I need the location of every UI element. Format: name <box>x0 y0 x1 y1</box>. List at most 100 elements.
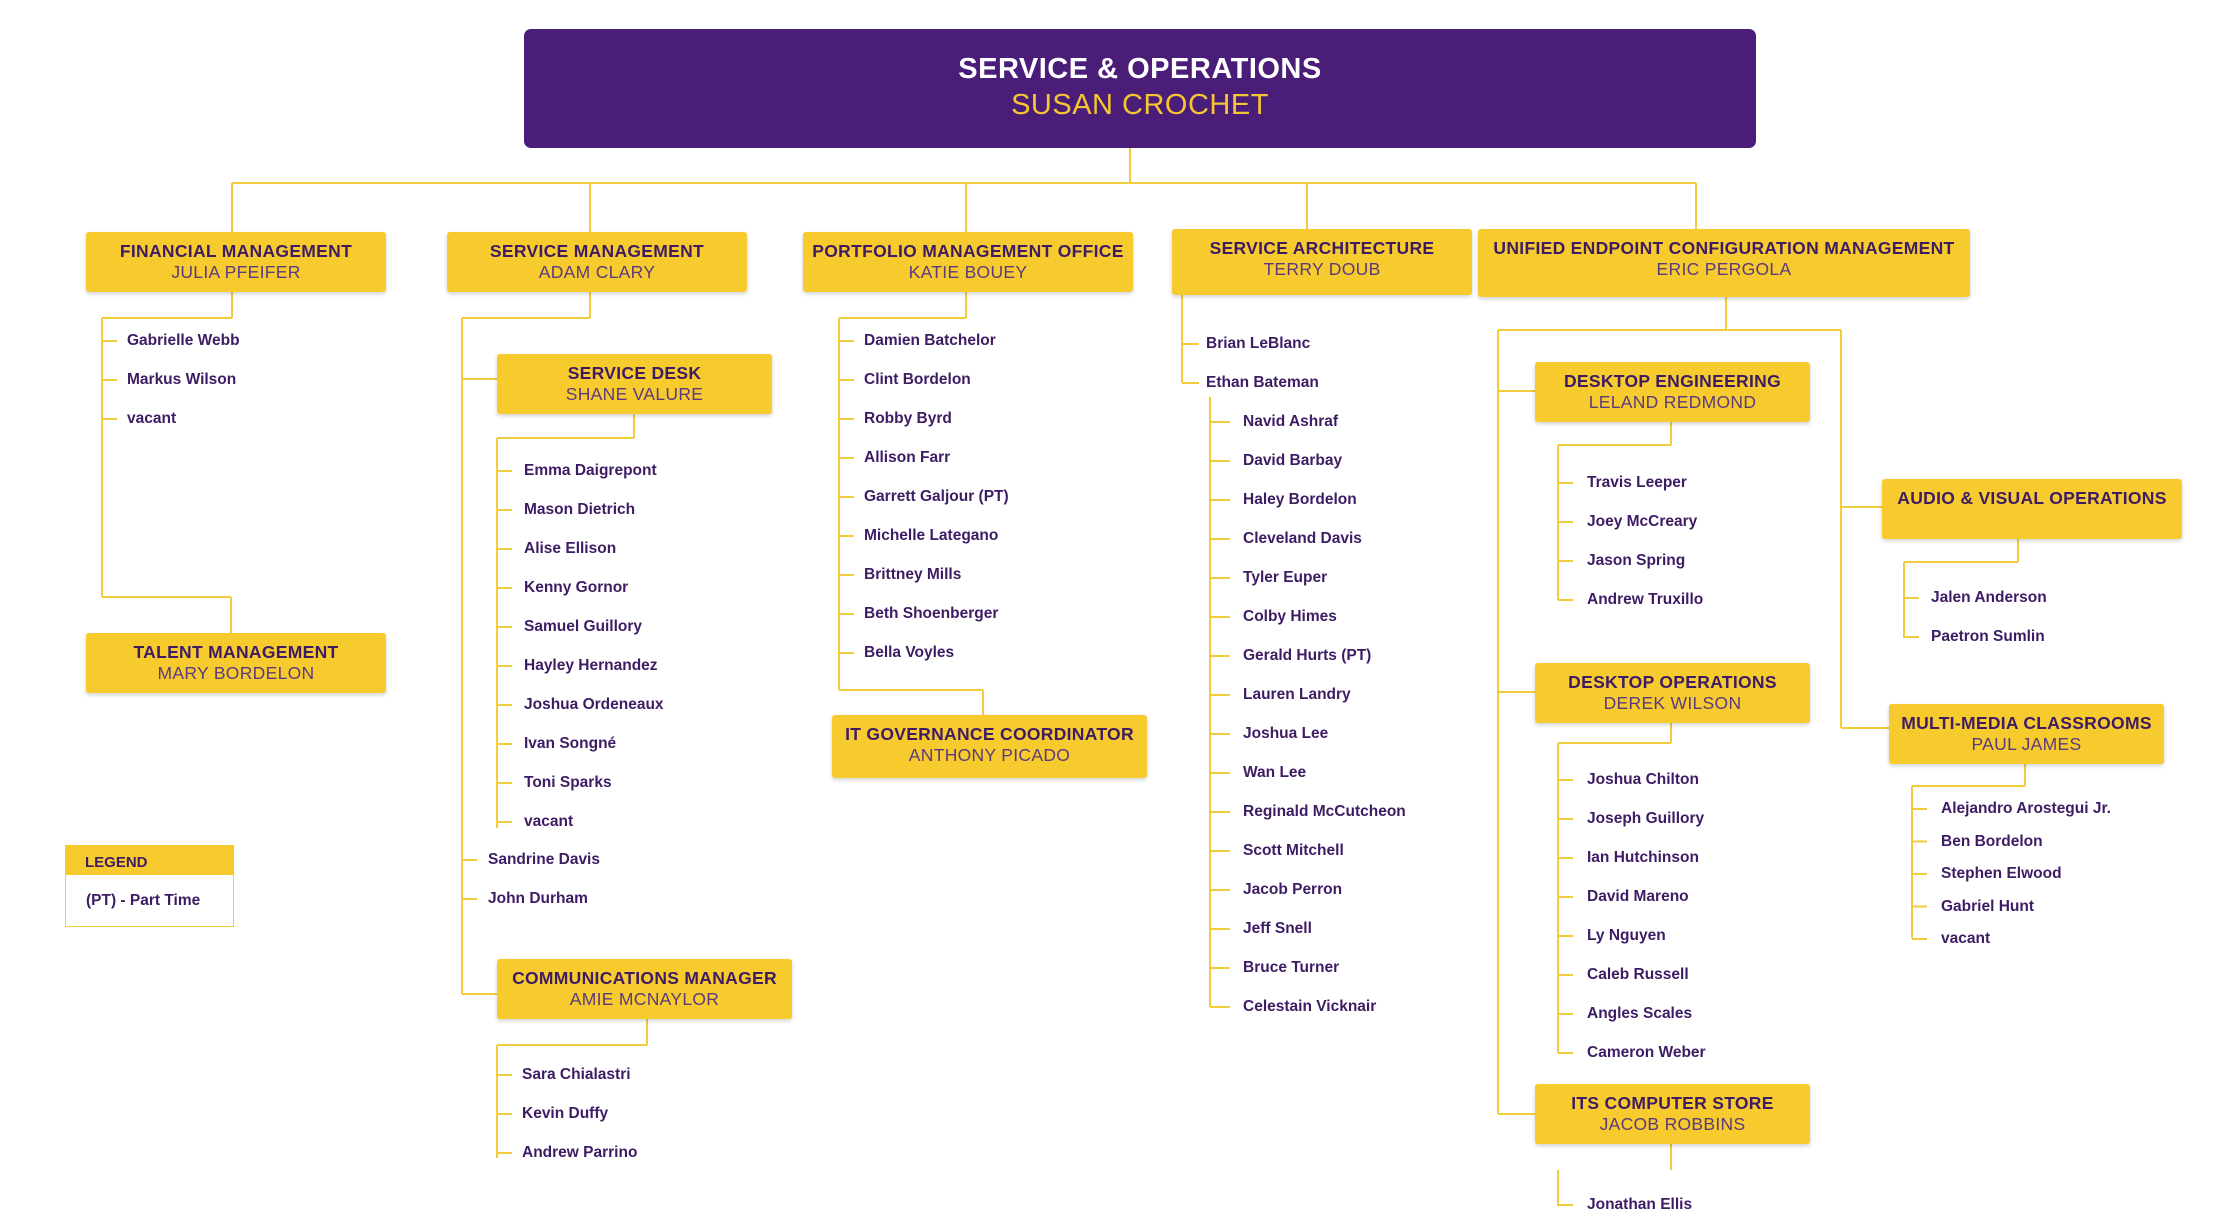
unit-leader-name: TERRY DOUB <box>1263 259 1381 279</box>
audio-visual-box: AUDIO & VISUAL OPERATIONS <box>1882 479 2182 539</box>
list-item-person: Alejandro Arostegui Jr. <box>1941 800 2111 817</box>
list-item-person: Brian LeBlanc <box>1206 335 1311 352</box>
list-item-person: Toni Sparks <box>524 774 612 791</box>
uecm-box: UNIFIED ENDPOINT CONFIGURATION MANAGEMEN… <box>1478 229 1970 297</box>
list-item-person: Jonathan Ellis <box>1587 1196 1693 1213</box>
list-item-person: Joshua Lee <box>1243 725 1329 742</box>
list-item-person: Clint Bordelon <box>864 371 971 388</box>
list-item-person: Brittney Mills <box>864 566 962 583</box>
list-item-person: Haley Bordelon <box>1243 491 1357 508</box>
unit-title: DESKTOP OPERATIONS <box>1568 672 1777 692</box>
list-item-person: Damien Batchelor <box>864 332 996 349</box>
list-item-person: Ethan Bateman <box>1206 374 1319 391</box>
unit-title: AUDIO & VISUAL OPERATIONS <box>1897 488 2167 508</box>
list-item-person: Sandrine Davis <box>488 851 600 868</box>
legend-title: LEGEND <box>65 845 234 875</box>
unit-title: COMMUNICATIONS MANAGER <box>512 968 777 988</box>
list-item-person: Joshua Chilton <box>1587 771 1699 788</box>
list-item-person: Joshua Ordeneaux <box>524 696 664 713</box>
list-item-person: Travis Leeper <box>1587 474 1687 491</box>
list-item-person: Ivan Songné <box>524 735 617 752</box>
list-item-person: Andrew Truxillo <box>1587 591 1704 608</box>
unit-leader-name: ANTHONY PICADO <box>908 745 1071 765</box>
list-item-person: John Durham <box>488 890 588 907</box>
list-item-person: Sara Chialastri <box>522 1066 631 1083</box>
unit-leader-name: PAUL JAMES <box>1971 734 2082 754</box>
list-item-person: Lauren Landry <box>1243 686 1351 703</box>
list-item-person: Gabrielle Webb <box>127 332 240 349</box>
top-box-service-operations: SERVICE & OPERATIONS SUSAN CROCHET <box>524 29 1756 148</box>
list-item-person: Stephen Elwood <box>1941 865 2062 882</box>
unit-leader-name: SHANE VALURE <box>565 384 704 404</box>
list-item-person: Joey McCreary <box>1587 513 1698 530</box>
list-item-person: Ly Nguyen <box>1587 927 1666 944</box>
list-item-person: Jacob Perron <box>1243 881 1343 898</box>
list-item-person: Ben Bordelon <box>1941 832 2043 850</box>
unit-title: UNIFIED ENDPOINT CONFIGURATION MANAGEMEN… <box>1493 238 1955 258</box>
list-item-person: Jason Spring <box>1587 552 1686 569</box>
unit-title: SERVICE MANAGEMENT <box>489 241 705 261</box>
list-item-person: Allison Farr <box>864 449 951 466</box>
list-item-person: Markus Wilson <box>127 371 237 388</box>
unit-leader-name: ADAM CLARY <box>538 262 656 282</box>
list-item-person: Jeff Snell <box>1243 920 1312 937</box>
list-item-person: vacant <box>1941 930 1991 947</box>
list-item-person: vacant <box>127 410 177 427</box>
unit-leader-name: JACOB ROBBINS <box>1599 1114 1746 1134</box>
list-item-person: Emma Daigrepont <box>524 462 657 479</box>
list-item-person: Alise Ellison <box>524 540 617 557</box>
unit-title: SERVICE ARCHITECTURE <box>1209 238 1435 258</box>
list-item-person: Samuel Guillory <box>524 618 643 635</box>
list-item-person: Michelle Lategano <box>864 527 999 544</box>
list-item-person: Gerald Hurts (PT) <box>1243 647 1372 664</box>
list-item-person: Wan Lee <box>1243 764 1307 781</box>
unit-title: FINANCIAL MANAGEMENT <box>119 241 353 261</box>
unit-title: DESKTOP ENGINEERING <box>1563 371 1782 391</box>
unit-title: IT GOVERNANCE COORDINATOR <box>845 724 1134 744</box>
unit-leader-name: ERIC PERGOLA <box>1656 259 1792 279</box>
unit-title: TALENT MANAGEMENT <box>133 642 339 662</box>
list-item-person: Scott Mitchell <box>1243 842 1344 859</box>
list-item-person: Jalen Anderson <box>1931 589 2047 606</box>
list-item-person: Joseph Guillory <box>1587 810 1705 827</box>
list-item-person: Tyler Euper <box>1243 569 1328 586</box>
legend-text: (PT) - Part Time <box>65 875 234 927</box>
unit-leader-name: AMIE MCNAYLOR <box>569 989 720 1009</box>
unit-leader-name: LELAND REDMOND <box>1588 392 1757 412</box>
unit-title: ITS COMPUTER STORE <box>1571 1093 1774 1113</box>
unit-leader-name: MARY BORDELON <box>157 663 315 683</box>
list-item-person: Andrew Parrino <box>522 1144 638 1161</box>
list-item-person: Reginald McCutcheon <box>1243 803 1406 820</box>
list-item-person: Navid Ashraf <box>1243 413 1339 430</box>
unit-leader-name: JULIA PFEIFER <box>171 262 301 282</box>
list-item-person: Kenny Gornor <box>524 579 629 596</box>
list-item-person: David Barbay <box>1243 452 1343 469</box>
list-item-person: Bruce Turner <box>1243 959 1340 976</box>
unit-title: MULTI-MEDIA CLASSROOMS <box>1901 713 2152 733</box>
list-item-person: Ian Hutchinson <box>1587 849 1699 866</box>
list-item-person: Angles Scales <box>1587 1005 1693 1022</box>
list-item-person: Paetron Sumlin <box>1931 628 2045 645</box>
list-item-person: Colby Himes <box>1243 608 1337 625</box>
unit-title: SERVICE DESK <box>567 363 702 383</box>
list-item-person: Cameron Weber <box>1587 1044 1706 1061</box>
list-item-person: Hayley Hernandez <box>524 657 658 674</box>
list-item-person: Robby Byrd <box>864 410 952 427</box>
list-item-person: Bella Voyles <box>864 644 955 661</box>
list-item-person: Garrett Galjour (PT) <box>864 488 1009 505</box>
list-item-person: Kevin Duffy <box>522 1105 609 1122</box>
list-item-person: Caleb Russell <box>1587 966 1689 983</box>
